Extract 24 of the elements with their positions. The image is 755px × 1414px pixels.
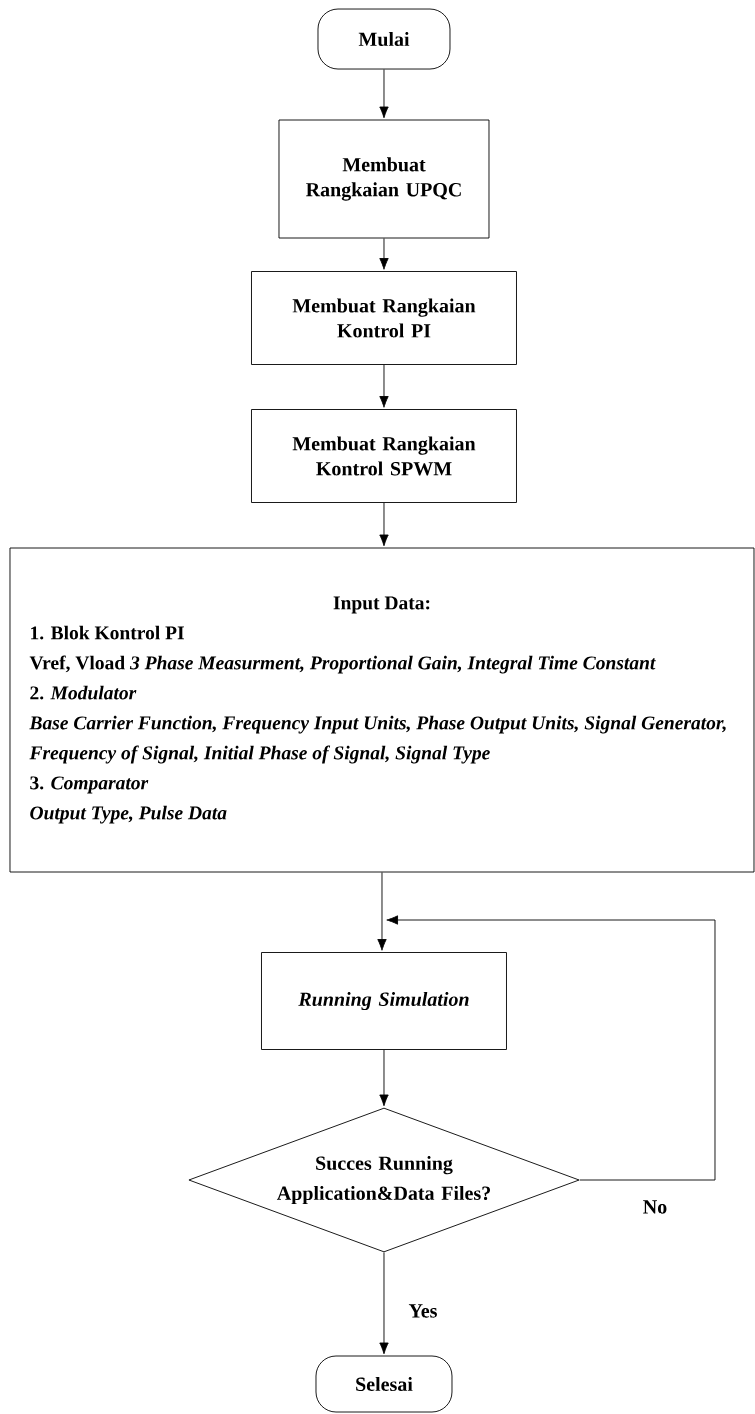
heading: Input Data: [333,596,430,614]
arrow [377,872,387,951]
input-box [9,547,755,873]
process-box: Membuat Rangkaian Kontrol PI [251,271,517,365]
text-line: Output Type, Pulse Data [30,805,227,824]
edge-label: No [643,1200,667,1214]
arrow [379,1252,389,1355]
text-line: Base Carrier Function, Frequency Input Units, Phase Output Units, Signal Generator, Frequency of Signal, Initial Phase of Signal, Signal Type [29,715,726,764]
process-box: Membuat Rangkaian Kontrol SPWM [251,409,517,503]
arrow [379,69,389,119]
arrow [379,364,389,408]
arrow [379,1049,389,1107]
text-line: 3. Comparator [30,776,149,794]
terminal-box: Mulai [317,8,451,70]
text-line: 1. Blok Kontrol PI [31,625,184,640]
text-line: 2. Modulator [30,685,137,700]
text-line: Vref, Vload 3 Phase Measurment, Proportional Gain, Integral Time Constant [29,655,656,674]
arrow [379,238,389,270]
terminal-box: Selesai [315,1355,453,1413]
arrow [386,915,716,1181]
arrow [379,502,389,547]
process-box: Membuat Rangkaian UPQC [278,119,490,239]
process-box: Running Simulation [261,952,507,1050]
edge-label: Yes [408,1304,437,1318]
